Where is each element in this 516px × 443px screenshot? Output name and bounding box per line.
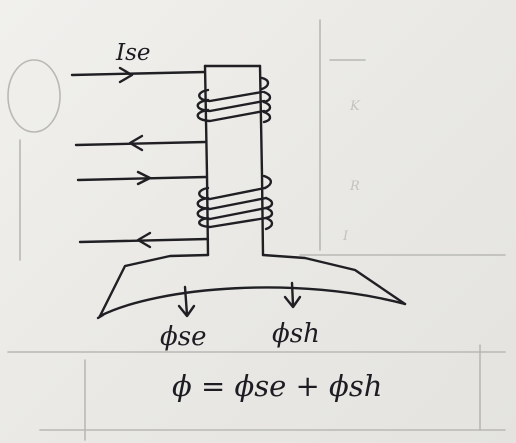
bleed-through-marks: K R I <box>7 19 506 441</box>
phi-series-label: ϕse <box>160 322 206 352</box>
flux-arrow-series <box>177 285 196 318</box>
flux-arrow-shunt <box>283 281 302 309</box>
pole-shoe <box>96 253 407 320</box>
shunt-lead-out <box>78 231 210 249</box>
shunt-coil <box>196 174 274 231</box>
flux-equation: ϕ = ϕse + ϕsh <box>172 369 382 403</box>
series-current-label: Ise <box>115 40 151 66</box>
series-lead-out <box>74 134 207 152</box>
shunt-lead-in <box>76 170 208 186</box>
series-lead-in <box>70 66 207 84</box>
svg-text:R: R <box>349 179 360 194</box>
series-coil <box>196 76 272 124</box>
svg-text:I: I <box>342 229 349 244</box>
phi-shunt-label: ϕsh <box>272 319 320 349</box>
svg-text:K: K <box>349 99 361 114</box>
